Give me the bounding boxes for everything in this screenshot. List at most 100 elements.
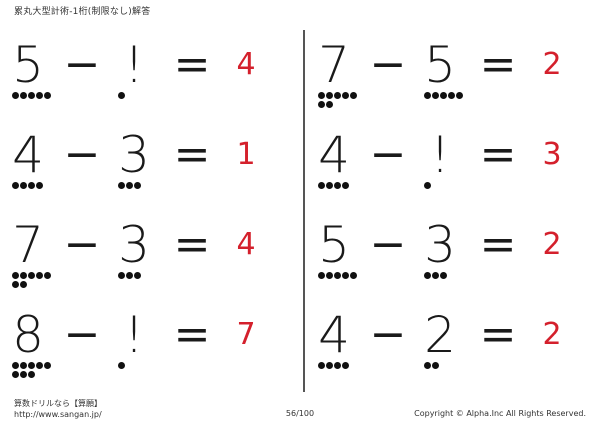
count-dot — [44, 362, 51, 369]
problem-right-4: 4−2=2 — [306, 300, 596, 390]
minuend-dots — [12, 362, 52, 380]
subtrahend-dots — [118, 182, 142, 191]
count-dot — [424, 362, 431, 369]
minus-sign: − — [63, 129, 101, 180]
count-dot — [326, 182, 333, 189]
problem-left-4: 8−!=7 — [0, 300, 290, 390]
dot-row — [12, 362, 52, 371]
equals-sign: = — [173, 219, 211, 270]
minuend-dots — [318, 92, 358, 110]
count-dot — [28, 182, 35, 189]
count-dot — [36, 182, 43, 189]
count-dot — [134, 272, 141, 279]
page-number: 56/100 — [285, 409, 315, 418]
footer-url[interactable]: http://www.sangan.jp/ — [14, 410, 102, 419]
count-dot — [432, 362, 439, 369]
count-dot — [36, 92, 43, 99]
subtrahend-dots — [424, 92, 464, 101]
minuend-dots — [318, 272, 358, 281]
count-dot — [318, 182, 325, 189]
count-dot — [36, 272, 43, 279]
minus-sign: − — [369, 39, 407, 90]
subtrahend: ! — [123, 36, 145, 94]
count-dot — [20, 92, 27, 99]
count-dot — [28, 362, 35, 369]
dot-row — [12, 281, 52, 290]
footer-site: 算数ドリルなら【算願】 http://www.sangan.jp/ — [14, 398, 102, 420]
count-dot — [326, 92, 333, 99]
equals-sign: = — [479, 309, 517, 360]
dot-row — [424, 272, 448, 281]
column-divider — [303, 30, 305, 392]
count-dot — [126, 272, 133, 279]
minuend: 8 — [12, 306, 44, 364]
equals-sign: = — [173, 129, 211, 180]
subtrahend: 3 — [424, 216, 456, 274]
dot-row — [318, 182, 350, 191]
dot-row — [424, 182, 432, 191]
count-dot — [432, 272, 439, 279]
count-dot — [28, 371, 35, 378]
count-dot — [342, 182, 349, 189]
dot-row — [118, 92, 126, 101]
subtrahend: 2 — [424, 306, 456, 364]
subtrahend: 5 — [424, 36, 456, 94]
answer: 4 — [236, 227, 256, 262]
count-dot — [36, 362, 43, 369]
count-dot — [326, 362, 333, 369]
count-dot — [118, 182, 125, 189]
minus-sign: − — [369, 129, 407, 180]
count-dot — [350, 272, 357, 279]
count-dot — [456, 92, 463, 99]
count-dot — [318, 92, 325, 99]
minuend-dots — [12, 272, 52, 290]
count-dot — [440, 272, 447, 279]
subtrahend: 3 — [118, 216, 150, 274]
subtrahend-dots — [424, 362, 440, 371]
count-dot — [20, 182, 27, 189]
equals-sign: = — [479, 219, 517, 270]
count-dot — [44, 272, 51, 279]
equals-sign: = — [479, 39, 517, 90]
count-dot — [326, 101, 333, 108]
count-dot — [342, 92, 349, 99]
count-dot — [28, 92, 35, 99]
count-dot — [350, 92, 357, 99]
count-dot — [342, 362, 349, 369]
dot-row — [118, 362, 126, 371]
count-dot — [326, 272, 333, 279]
problem-left-3: 7−3=4 — [0, 210, 290, 300]
problem-left-2: 4−3=1 — [0, 120, 290, 210]
count-dot — [12, 182, 19, 189]
count-dot — [20, 272, 27, 279]
dot-row — [12, 92, 52, 101]
equals-sign: = — [173, 39, 211, 90]
minus-sign: − — [369, 219, 407, 270]
count-dot — [44, 92, 51, 99]
problem-right-2: 4−!=3 — [306, 120, 596, 210]
minuend: 5 — [318, 216, 350, 274]
minus-sign: − — [63, 39, 101, 90]
dot-row — [118, 182, 142, 191]
minuend: 7 — [318, 36, 350, 94]
equals-sign: = — [479, 129, 517, 180]
subtrahend: ! — [429, 126, 451, 184]
footer-site-name: 算数ドリルなら【算願】 — [14, 399, 102, 408]
answer: 2 — [542, 47, 562, 82]
count-dot — [342, 272, 349, 279]
count-dot — [126, 182, 133, 189]
count-dot — [12, 272, 19, 279]
dot-row — [318, 92, 358, 101]
count-dot — [20, 362, 27, 369]
minus-sign: − — [63, 309, 101, 360]
count-dot — [334, 182, 341, 189]
count-dot — [12, 371, 19, 378]
subtrahend: 3 — [118, 126, 150, 184]
equals-sign: = — [173, 309, 211, 360]
dot-row — [318, 272, 358, 281]
answer: 1 — [236, 137, 256, 172]
count-dot — [28, 272, 35, 279]
minus-sign: − — [369, 309, 407, 360]
minuend-dots — [12, 92, 52, 101]
count-dot — [134, 182, 141, 189]
